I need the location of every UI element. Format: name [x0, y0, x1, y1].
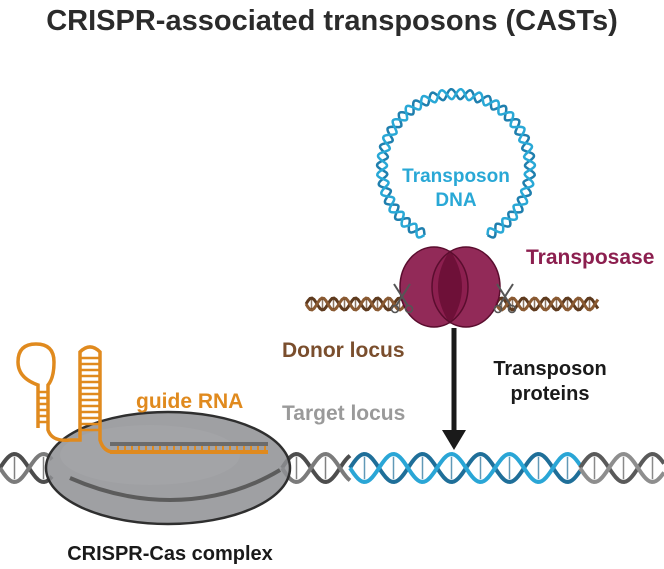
scissors-icon-right: [493, 283, 517, 314]
target-locus-dna: [0, 451, 664, 485]
transposon-dna-label-line1: Transposon: [402, 166, 510, 187]
transposon-dna-loop: [375, 87, 537, 239]
donor-locus-dna-right: [494, 296, 600, 312]
transposon-proteins-label-line1: Transposon: [493, 358, 606, 380]
title: CRISPR-associated transposons (CASTs): [46, 5, 618, 37]
transposon-proteins-label-line2: proteins: [511, 383, 590, 405]
guide-rna-label: guide RNA: [136, 390, 243, 413]
transposase-complex: [399, 246, 501, 328]
transposase-label: Transposase: [526, 246, 654, 269]
crispr-cas-complex: [44, 410, 292, 526]
scissors-icon-left: [390, 283, 414, 314]
crispr-cas-complex-label: CRISPR-Cas complex: [67, 543, 273, 565]
target-locus-label: Target locus: [282, 402, 405, 425]
donor-locus-label: Donor locus: [282, 339, 405, 362]
guide-rna-structure: [16, 342, 119, 454]
transposon-dna-label-line2: DNA: [435, 190, 476, 211]
arrow-down-icon: [442, 328, 466, 450]
donor-locus-dna-left: [304, 296, 406, 312]
